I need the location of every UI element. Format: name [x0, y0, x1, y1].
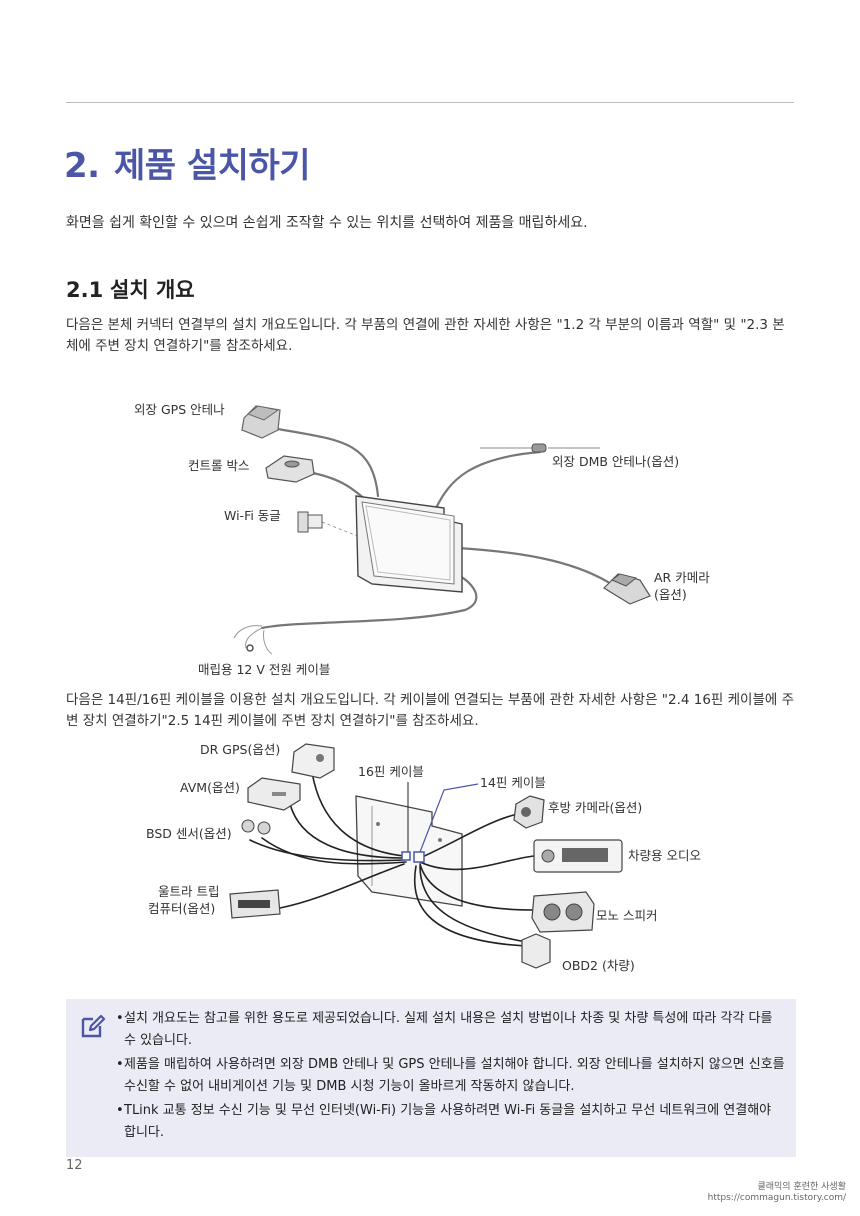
dmb-cable: [434, 450, 542, 510]
label-wifi-dongle: Wi-Fi 동글: [224, 508, 281, 523]
label-ultra-trip: 울트라 트립: [158, 884, 220, 899]
drgps-module-icon: [291, 743, 335, 779]
ultra-trip-icon: [229, 889, 281, 919]
label-bsd-sensor: BSD 센서(옵션): [146, 826, 232, 841]
watermark-line-1: 클래믹의 훈련한 사생활: [757, 1182, 846, 1192]
label-gps-antenna: 외장 GPS 안테나: [134, 402, 225, 417]
power-cable: [260, 566, 478, 630]
note-box: •설치 개요도는 참고를 위한 용도로 제공되었습니다. 실제 설치 내용은 설…: [66, 999, 796, 1157]
avm-module-icon: [247, 777, 301, 811]
top-divider: [66, 102, 794, 103]
bsd-sensor-icon: [241, 819, 271, 835]
mono-speaker-icon: [531, 891, 595, 933]
note-item: •설치 개요도는 참고를 위한 용도로 제공되었습니다. 실제 설치 내용은 설…: [116, 1008, 786, 1052]
label-dr-gps: DR GPS(옵션): [200, 742, 281, 757]
label-control-box: 컨트롤 박스: [188, 458, 250, 473]
cable14-pointer: [419, 783, 479, 853]
obd2-connector-icon: [521, 933, 551, 969]
watermark-line-2: https://commagun.tistory.com/: [707, 1193, 846, 1203]
main-connector-diagram: [233, 405, 651, 655]
obd-cable: [419, 865, 527, 943]
dmb-antenna-icon: [531, 443, 547, 453]
head-unit-icon: [355, 495, 463, 593]
overview-paragraph-1: 다음은 본체 커넥터 연결부의 설치 개요도입니다. 각 부품의 연결에 관한 …: [66, 317, 785, 354]
wifi-guide-line: [321, 521, 361, 538]
label-ultra-trip-2: 컴퓨터(옵션): [148, 901, 216, 916]
note-bullet: •: [116, 1011, 124, 1026]
note-text: TLink 교통 정보 수신 기능 및 무선 인터넷(Wi-Fi) 기능을 사용…: [124, 1103, 772, 1140]
label-ar-camera-option: (옵션): [654, 587, 687, 602]
note-text: 제품을 매립하여 사용하려면 외장 DMB 안테나 및 GPS 안테나를 설치해…: [124, 1057, 785, 1094]
overview-paragraph-2: 다음은 14핀/16핀 케이블을 이용한 설치 개요도입니다. 각 케이블에 연…: [66, 692, 795, 729]
ar-camera-cable: [456, 546, 610, 584]
drgps-cable: [311, 771, 405, 857]
cable14-connector: [413, 851, 425, 863]
avm-cable: [289, 803, 405, 859]
audio-cable: [419, 855, 535, 871]
label-car-audio: 차량용 오디오: [628, 848, 701, 863]
label-avm: AVM(옵션): [180, 780, 240, 795]
cable16-connector: [401, 851, 411, 861]
bsd-cable-1: [249, 839, 405, 862]
subsection-title: 설치 개요: [110, 278, 195, 302]
label-mono-speaker: 모노 스피커: [596, 908, 658, 923]
note-list: •설치 개요도는 참고를 위한 용도로 제공되었습니다. 실제 설치 내용은 설…: [116, 1008, 786, 1146]
ar-camera-icon: [603, 573, 651, 605]
section-number: 2.: [64, 146, 100, 186]
label-14pin-cable: 14핀 케이블: [480, 775, 546, 790]
note-bullet: •: [116, 1057, 124, 1072]
obd-cable-2: [413, 865, 527, 947]
wifi-dongle-icon: [297, 511, 323, 533]
section-heading: 2. 제품 설치하기: [64, 138, 311, 187]
label-power-cable: 매립용 12 V 전원 케이블: [198, 662, 331, 677]
label-dmb-antenna: 외장 DMB 안테나(옵션): [552, 454, 680, 469]
label-16pin-cable: 16핀 케이블: [358, 764, 424, 779]
pin-cable-diagram: [229, 743, 623, 969]
gps-antenna-icon: [241, 405, 281, 439]
note-item: •TLink 교통 정보 수신 기능 및 무선 인터넷(Wi-Fi) 기능을 사…: [116, 1100, 786, 1144]
head-unit-back-icon: [355, 795, 463, 907]
car-audio-icon: [533, 839, 623, 873]
note-text: 설치 개요도는 참고를 위한 용도로 제공되었습니다. 실제 설치 내용은 설치…: [124, 1011, 773, 1048]
note-item: •제품을 매립하여 사용하려면 외장 DMB 안테나 및 GPS 안테나를 설치…: [116, 1054, 786, 1098]
watermark: 클래믹의 훈련한 사생활 https://commagun.tistory.co…: [708, 1182, 846, 1204]
rear-camera-cable: [419, 813, 519, 859]
bsd-cable-2: [261, 837, 407, 865]
ultra-trip-cable: [279, 863, 405, 909]
page-number: 12: [66, 1158, 83, 1173]
section-title: 제품 설치하기: [114, 146, 311, 186]
label-ar-camera: AR 카메라: [654, 570, 710, 585]
rear-camera-icon: [513, 795, 545, 829]
gps-cable: [270, 426, 380, 498]
label-obd2: OBD2 (차량): [562, 958, 635, 973]
note-bullet: •: [116, 1103, 124, 1118]
power-cable-ends: [233, 625, 273, 655]
note-pencil-icon: [81, 1014, 106, 1038]
mono-speaker-cable: [419, 863, 535, 911]
control-box-icon: [265, 455, 315, 483]
subsection-number: 2.1: [66, 278, 104, 302]
section-intro: 화면을 쉽게 확인할 수 있으며 손쉽게 조작할 수 있는 위치를 선택하여 제…: [66, 215, 588, 231]
label-rear-camera: 후방 카메라(옵션): [548, 800, 643, 815]
